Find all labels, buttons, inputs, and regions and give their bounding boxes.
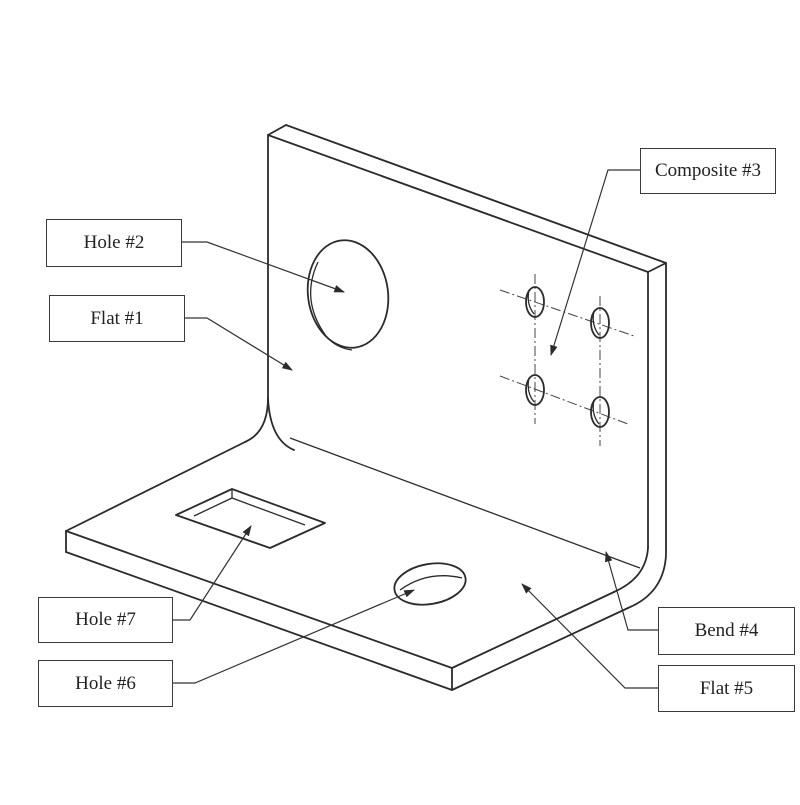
callout-hole-7: Hole #7 xyxy=(38,597,173,643)
leader-flat-5 xyxy=(521,583,658,689)
leader-hole-7 xyxy=(173,525,252,621)
leader-hole-2 xyxy=(182,241,346,293)
composite-3-feature xyxy=(499,274,635,446)
horizontal-flange xyxy=(65,441,629,691)
leader-composite-3 xyxy=(550,169,640,357)
leader-flat-1 xyxy=(185,317,293,371)
hole-6-feature xyxy=(393,562,467,606)
callout-flat-5: Flat #5 xyxy=(658,665,795,712)
leader-bend-4 xyxy=(605,550,658,631)
callout-hole-6: Hole #6 xyxy=(38,660,173,707)
leader-hole-6 xyxy=(173,589,415,684)
callout-flat-1: Flat #1 xyxy=(49,295,185,342)
callout-bend-4: Bend #4 xyxy=(658,607,795,655)
vertical-flange xyxy=(244,124,667,609)
hole-2-feature xyxy=(306,239,390,351)
leader-lines xyxy=(173,169,658,689)
callout-composite-3: Composite #3 xyxy=(640,148,776,194)
callout-hole-2: Hole #2 xyxy=(46,219,182,267)
hole-7-feature xyxy=(175,488,326,549)
bend xyxy=(267,397,649,593)
